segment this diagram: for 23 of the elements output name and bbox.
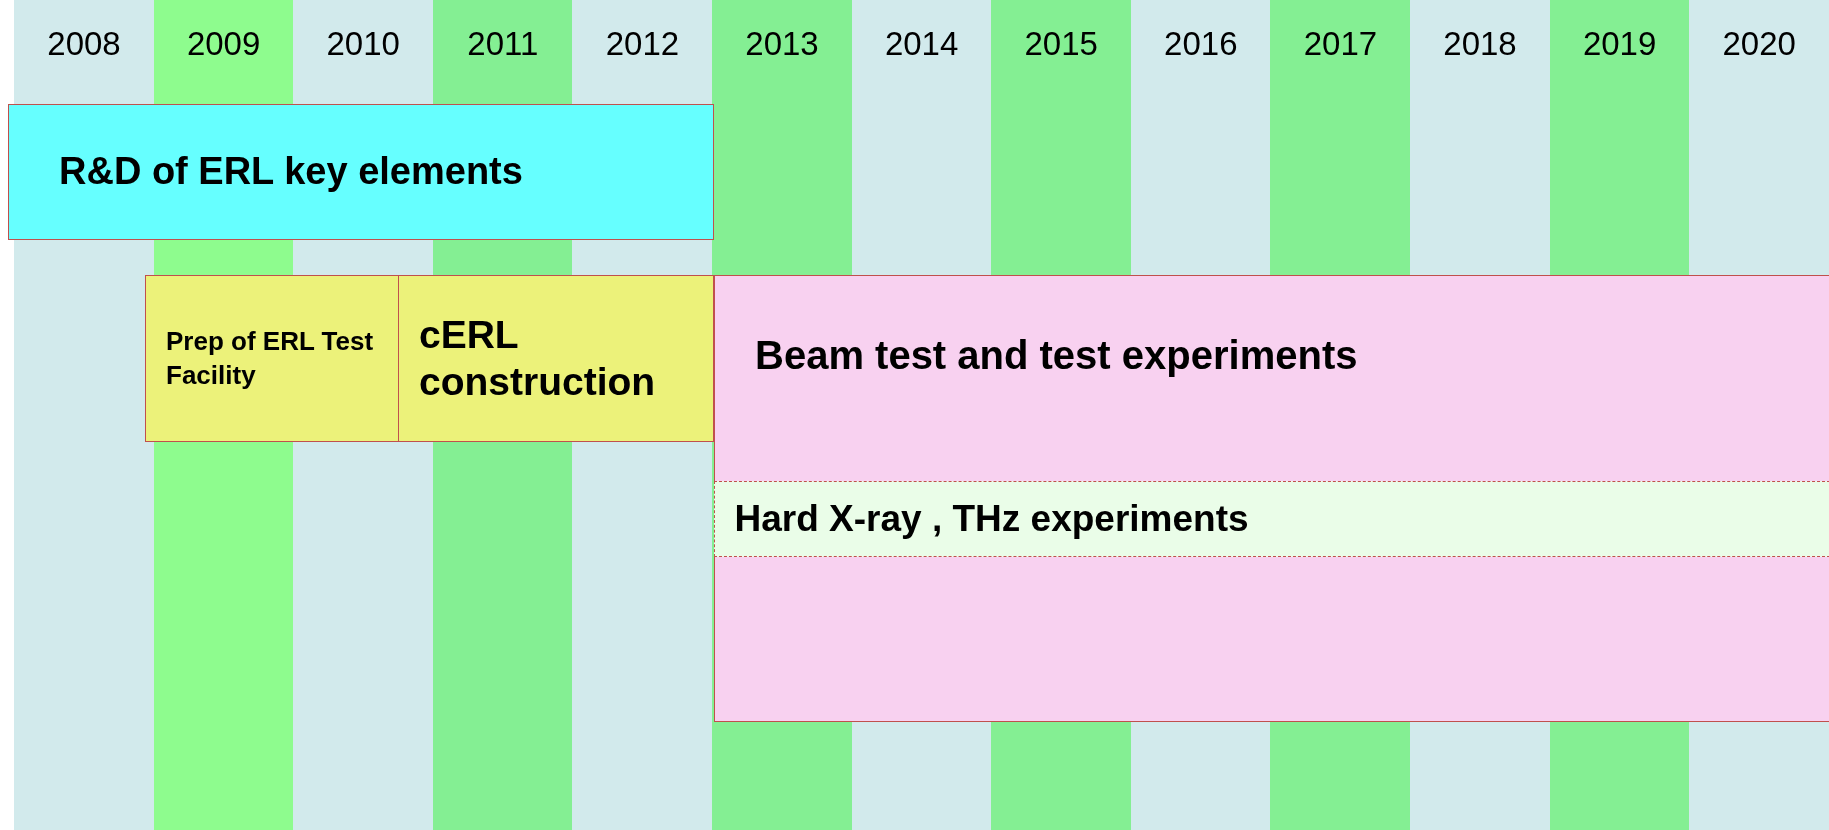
year-label: 2015 (1023, 24, 1099, 64)
year-label: 2017 (1302, 24, 1379, 64)
year-label: 2016 (1163, 24, 1239, 64)
phase-label: Prep of ERL Test Facility (166, 324, 375, 392)
year-label: 2018 (1442, 24, 1518, 64)
phase-label: R&D of ERL key elements (59, 149, 523, 195)
experiment-bar (713, 481, 1829, 557)
phase-label: Hard X-ray , THz experiments (734, 496, 1249, 541)
year-label: 2008 (46, 24, 122, 64)
phase-label: cERL construction (419, 311, 657, 405)
year-label: 2020 (1721, 24, 1797, 64)
phase-bar (8, 104, 714, 240)
year-label: 2009 (185, 24, 262, 64)
year-label: 2013 (744, 24, 820, 64)
phase-bar (398, 275, 714, 442)
phase-bar (145, 275, 399, 442)
year-label: 2011 (466, 24, 540, 64)
year-label: 2014 (883, 24, 960, 64)
year-label: 2010 (325, 24, 401, 64)
year-label: 2012 (604, 24, 681, 64)
year-label: 2019 (1581, 24, 1658, 64)
phase-label: Beam test and test experiments (755, 332, 1358, 379)
phase-bar (714, 275, 1829, 722)
